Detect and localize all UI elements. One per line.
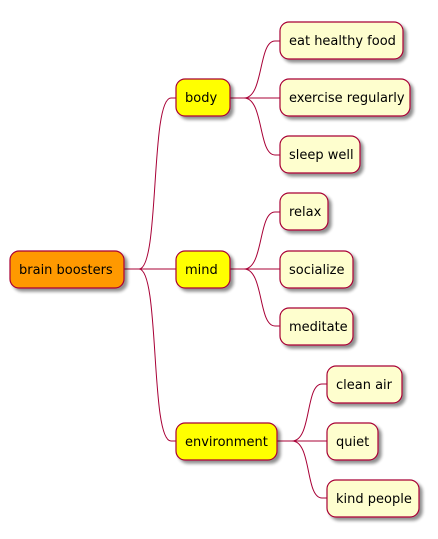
leaf-node-sleep-well-box <box>279 135 361 174</box>
leaf-node-relax-label: relax <box>289 205 322 220</box>
leaf-node-clean-air-box <box>326 365 403 404</box>
leaf-node-eat-healthy-food-box <box>279 21 404 60</box>
leaf-node-eat-healthy-food: eat healthy food <box>279 21 404 60</box>
leaf-node-quiet-box <box>326 422 379 461</box>
leaf-node-kind-people-box <box>326 479 420 518</box>
edge-environment-clean-air <box>277 383 327 442</box>
branch-node-environment-box <box>175 422 278 461</box>
leaf-node-quiet-label: quiet <box>336 435 369 450</box>
branch-node-mind-label: mind <box>185 263 218 278</box>
leaf-node-sleep-well-label: sleep well <box>289 148 354 163</box>
leaf-node-meditate-label: meditate <box>289 320 348 335</box>
leaf-node-exercise-regularly-box <box>279 78 411 117</box>
leaf-node-clean-air: clean air <box>326 365 403 404</box>
leaf-node-kind-people: kind people <box>326 479 420 518</box>
leaf-node-kind-people-label: kind people <box>336 492 412 507</box>
branch-node-environment-label: environment <box>185 435 268 450</box>
edge-mind-meditate <box>230 268 280 327</box>
leaf-node-meditate-box <box>279 307 354 346</box>
edge-root-environment <box>124 268 176 442</box>
branch-node-body: body <box>175 78 231 117</box>
edge-environment-kind-people <box>277 440 327 499</box>
leaf-node-eat-healthy-food-label: eat healthy food <box>289 34 396 49</box>
leaf-node-quiet: quiet <box>326 422 379 461</box>
branch-node-body-label: body <box>185 91 217 106</box>
branch-node-body-box <box>175 78 231 117</box>
branch-node-environment: environment <box>175 422 278 461</box>
edge-root-body <box>124 97 176 270</box>
leaf-node-socialize: socialize <box>279 250 354 289</box>
branch-node-mind: mind <box>175 250 231 289</box>
root-node: brain boosters <box>9 250 125 289</box>
leaf-node-meditate: meditate <box>279 307 354 346</box>
edge-body-eat-healthy-food <box>230 40 280 99</box>
edges <box>124 40 327 499</box>
leaf-node-clean-air-label: clean air <box>336 378 393 393</box>
leaf-node-sleep-well: sleep well <box>279 135 361 174</box>
leaf-node-socialize-label: socialize <box>289 263 345 278</box>
leaf-node-relax-box <box>279 192 329 231</box>
branch-node-mind-box <box>175 250 231 289</box>
leaf-node-socialize-box <box>279 250 354 289</box>
edge-body-sleep-well <box>230 97 280 156</box>
root-node-label: brain boosters <box>19 263 113 278</box>
edge-mind-relax <box>230 211 280 270</box>
leaf-node-exercise-regularly: exercise regularly <box>279 78 411 117</box>
leaf-node-exercise-regularly-label: exercise regularly <box>289 91 405 106</box>
root-node-box <box>9 250 125 289</box>
leaf-node-relax: relax <box>279 192 329 231</box>
